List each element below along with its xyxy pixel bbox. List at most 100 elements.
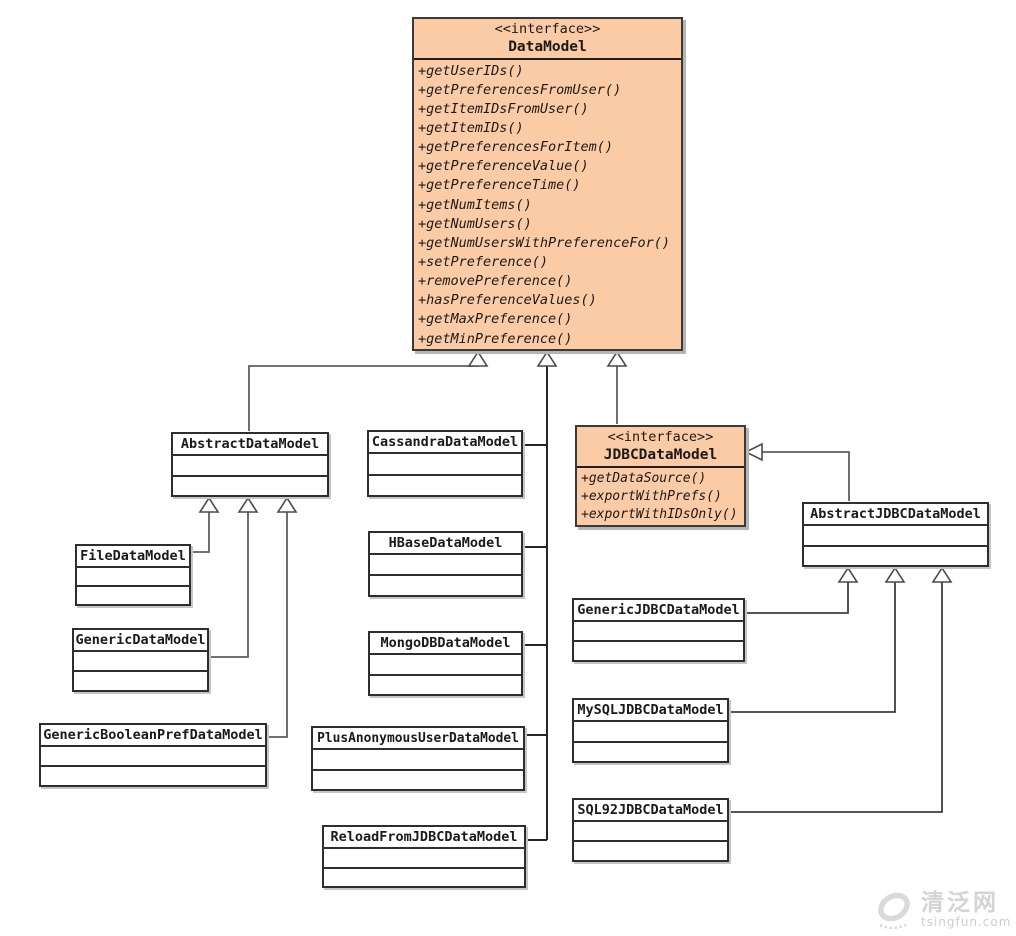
method-item: +getNumUsersWithPreferenceFor() [418,234,670,251]
attributes-compartment [574,822,727,842]
generalization-arrowheads [198,350,953,583]
method-item: +getPreferencesForItem() [418,139,614,156]
operations-compartment [313,771,523,790]
attributes-compartment [74,652,207,672]
operations-compartment [574,743,727,762]
class-plusanonymoususerdatamodel[interactable]: PlusAnonymousUserDataModel [311,726,525,791]
class-genericbooleanprefdatamodel[interactable]: GenericBooleanPrefDataModel [39,723,267,787]
arrowhead-abstractdatamodel-1 [198,496,220,513]
interface-datamodel-header: <<interface>> DataModel [414,19,681,60]
attributes-compartment [574,722,727,743]
class-title: PlusAnonymousUserDataModel [313,728,523,750]
class-mysqljdbcdatamodel[interactable]: MySQLJDBCDataModel [572,698,729,763]
class-cassandradatamodel[interactable]: CassandraDataModel [367,430,523,497]
method-item: +exportWithIDsOnly() [581,507,738,523]
operations-compartment [370,576,521,595]
class-title: CassandraDataModel [369,432,521,454]
class-title: GenericBooleanPrefDataModel [41,725,265,747]
attributes-compartment [370,555,521,576]
class-hbasedatamodel[interactable]: HBaseDataModel [368,531,523,597]
operations-compartment [324,869,524,887]
generalization-edges-middle [524,366,548,841]
class-title: AbstractDataModel [173,434,327,456]
attributes-compartment [804,526,987,547]
interface-name: DataModel [508,39,587,55]
edge-filedatamodel-to-abstractdatamodel [192,512,210,553]
method-item: +removePreference() [418,273,573,290]
edge-abstractdatamodel-to-datamodel [248,365,478,431]
interface-datamodel[interactable]: <<interface>> DataModel +getUserIDs() +g… [412,17,683,351]
arrowhead-abstractjdbcdatamodel-2 [884,566,906,583]
class-title: GenericDataModel [74,630,207,652]
class-genericjdbcdatamodel[interactable]: GenericJDBCDataModel [572,598,745,662]
arrowhead-abstractjdbcdatamodel-3 [931,566,953,583]
generalization-edges-right [730,582,943,813]
method-item: +hasPreferenceValues() [418,292,597,309]
operations-compartment [804,547,987,566]
operations-compartment [74,672,207,690]
method-item: +getMaxPreference() [418,311,573,328]
operations-compartment [574,642,743,660]
attributes-compartment [173,456,327,477]
class-abstractdatamodel[interactable]: AbstractDataModel [171,432,329,497]
class-title: AbstractJDBCDataModel [804,504,987,526]
attributes-compartment [313,750,523,771]
class-title: MySQLJDBCDataModel [574,700,727,722]
class-mongodbdatamodel[interactable]: MongoDBDataModel [368,631,523,696]
method-item: +getDataSource() [581,470,707,486]
class-genericdatamodel[interactable]: GenericDataModel [72,628,209,692]
stereotype-label: <<interface>> [494,21,601,37]
class-title: ReloadFromJDBCDataModel [324,827,524,849]
interface-jdbcdatamodel-operations: +getDataSource() +exportWithPrefs() +exp… [577,468,744,525]
interface-name: JDBCDataModel [603,447,718,463]
edge-genericjdbcdatamodel-to-abstractjdbcdatamodel [746,582,849,614]
operations-compartment [173,477,327,496]
edge-abstractjdbcdatamodel-to-jdbcdatamodel [762,451,850,501]
watermark-tsingfun: 清泛网 tsingfun.com [872,887,1011,933]
method-item: +getItemIDs() [418,119,524,136]
arrowhead-datamodel-right [606,350,628,367]
method-item: +setPreference() [418,253,549,270]
interface-datamodel-operations: +getUserIDs() +getPreferencesFromUser() … [414,60,681,349]
class-abstractjdbcdatamodel[interactable]: AbstractJDBCDataModel [802,502,989,567]
watermark-text-block: 清泛网 tsingfun.com [921,891,1011,929]
generalization-edges-left [192,365,850,738]
class-title: MongoDBDataModel [370,633,521,655]
method-item: +exportWithPrefs() [581,488,722,504]
edge-genericbooleanprefdatamodel-to-abstractdatamodel [268,512,288,738]
watermark-en-text: tsingfun.com [921,915,1012,929]
method-item: +getUserIDs() [418,62,524,79]
class-filedatamodel[interactable]: FileDataModel [75,544,191,606]
operations-compartment [574,842,727,860]
arrowhead-datamodel-middle [536,350,558,367]
attributes-compartment [77,568,189,587]
class-reloadfromjdbcdatamodel[interactable]: ReloadFromJDBCDataModel [322,825,526,888]
arrowhead-abstractdatamodel-3 [276,496,298,513]
arrowhead-jdbcdatamodel-right [744,442,763,462]
attributes-compartment [324,849,524,869]
method-item: +getPreferenceValue() [418,158,589,175]
attributes-compartment [574,622,743,642]
interface-jdbcdatamodel[interactable]: <<interface>> JDBCDataModel +getDataSour… [575,425,746,527]
class-title: SQL92JDBCDataModel [574,800,727,822]
method-item: +getPreferencesFromUser() [418,81,622,98]
operations-compartment [370,676,521,695]
attributes-compartment [369,454,521,476]
tsingfun-logo-icon [878,892,910,930]
class-sql92jdbcdatamodel[interactable]: SQL92JDBCDataModel [572,798,729,862]
operations-compartment [41,767,265,785]
edge-genericdatamodel-to-abstractdatamodel [210,512,249,658]
arrowhead-abstractjdbcdatamodel-1 [837,566,859,583]
operations-compartment [77,587,189,604]
interface-jdbcdatamodel-header: <<interface>> JDBCDataModel [577,427,744,468]
watermark-cn-text: 清泛网 [921,890,999,916]
operations-compartment [369,476,521,496]
attributes-compartment [370,655,521,676]
method-item: +getNumItems() [418,196,532,213]
class-title: HBaseDataModel [370,533,521,555]
edge-mysqljdbcdatamodel-to-abstractjdbcdatamodel [730,582,896,713]
attributes-compartment [41,747,265,767]
method-item: +getItemIDsFromUser() [418,100,589,117]
arrowhead-datamodel-left [467,350,489,367]
